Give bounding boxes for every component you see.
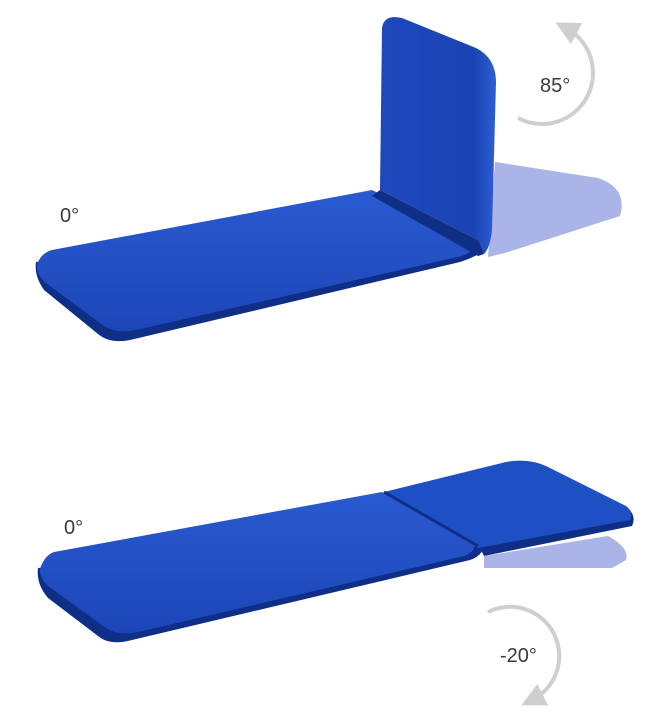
lower-flat-angle-label: 0° bbox=[64, 517, 83, 539]
lower-lowered-angle-label: -20° bbox=[500, 645, 537, 667]
upper-raised-back-edge bbox=[372, 190, 484, 256]
upper-table bbox=[35, 17, 622, 342]
upper-raised-angle-label: 85° bbox=[540, 75, 570, 97]
lower-section-seam bbox=[383, 490, 479, 548]
lower-table bbox=[37, 460, 634, 643]
lower-main-cushion-top bbox=[40, 492, 476, 634]
lower-rotation-arrow bbox=[487, 604, 562, 706]
upper-rotation-arrow bbox=[517, 22, 595, 126]
upper-ghost-panel bbox=[488, 162, 622, 257]
upper-flat-angle-label: 0° bbox=[60, 205, 79, 227]
lower-ghost-panel bbox=[484, 536, 627, 568]
upper-main-cushion-top bbox=[37, 190, 478, 332]
upper-raised-back-panel bbox=[380, 17, 496, 254]
